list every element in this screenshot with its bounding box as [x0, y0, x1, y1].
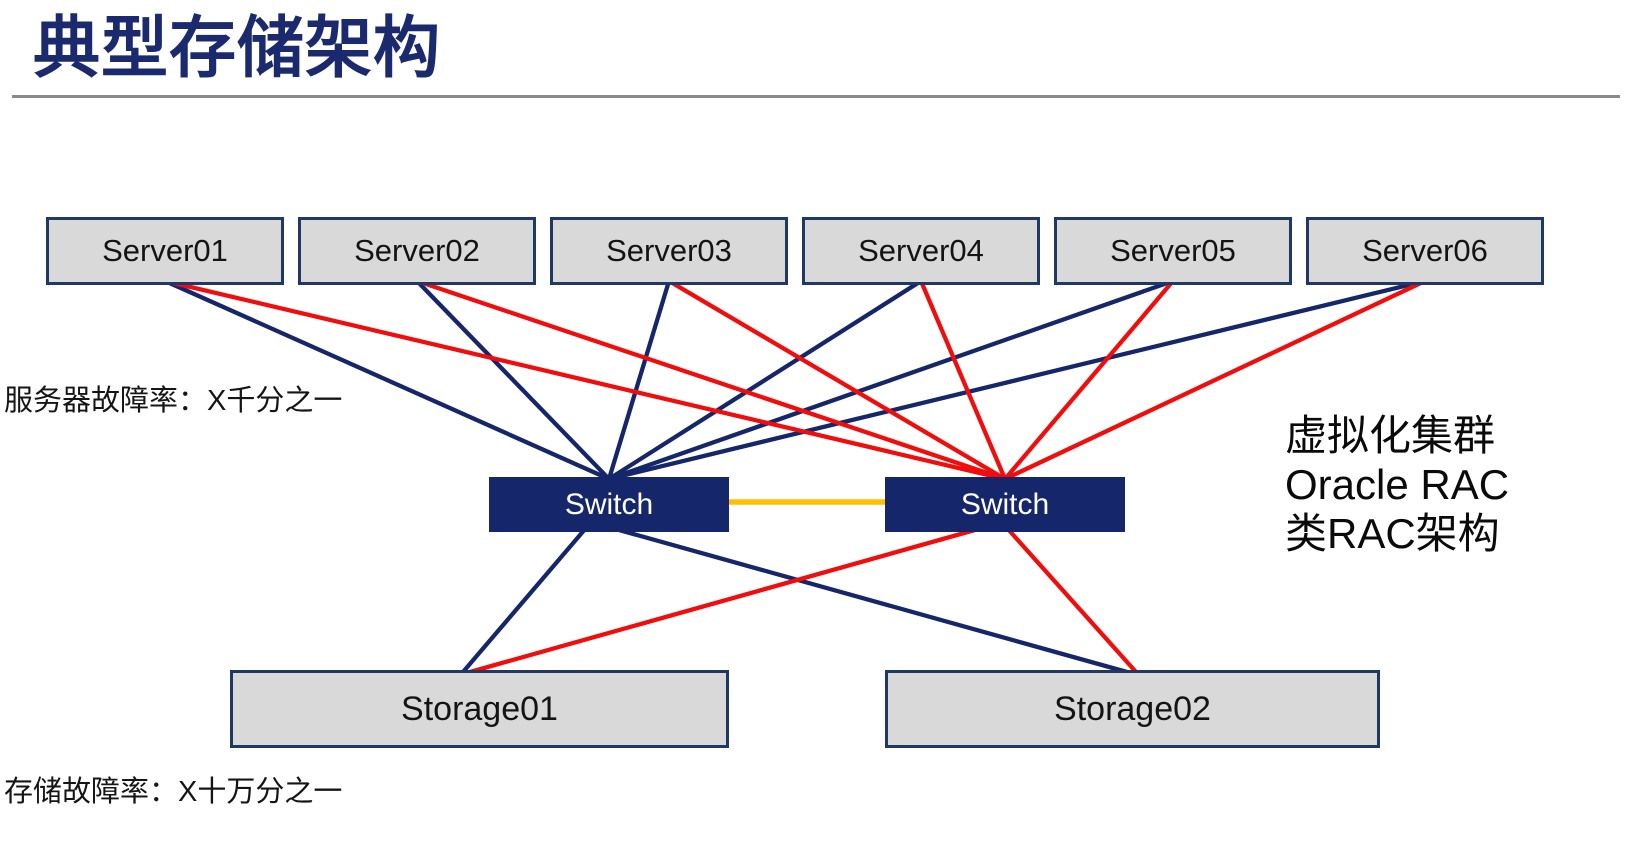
server06-label: Server06 [1362, 233, 1488, 268]
edge-server3-switch2 [666, 278, 1008, 482]
cluster-note: 虚拟化集群 Oracle RAC 类RAC架构 [1285, 411, 1509, 558]
edge-server1-switch2 [162, 278, 1008, 482]
storage-failure-rate-caption: 存储故障率：X十万分之一 [4, 776, 343, 808]
switch2-label: Switch [960, 487, 1050, 521]
node-storage02: Storage02 [885, 670, 1380, 748]
node-storage01: Storage01 [230, 670, 729, 748]
page-title: 典型存储架构 [33, 11, 441, 86]
edge-switch2-storage1 [467, 525, 985, 675]
storage02-label: Storage02 [1054, 689, 1211, 728]
edge-server5-switch2 [1002, 278, 1176, 482]
server01-label: Server01 [102, 233, 228, 268]
edge-server5-switch1 [606, 278, 1176, 482]
edge-server2-switch1 [414, 278, 612, 482]
edge-server3-switch1 [606, 278, 672, 482]
node-server01: Server01 [46, 217, 284, 285]
cluster-note-line-1: 虚拟化集群 [1285, 412, 1496, 459]
node-switch-1: Switch [489, 477, 729, 532]
node-switch-2: Switch [885, 477, 1125, 532]
edge-server2-switch2 [414, 278, 1008, 482]
edge-switch1-storage1 [460, 525, 589, 675]
edge-server6-switch2 [1002, 278, 1428, 482]
node-server04: Server04 [802, 217, 1040, 285]
server03-label: Server03 [606, 233, 732, 268]
server05-label: Server05 [1110, 233, 1236, 268]
edge-server4-switch2 [918, 278, 1008, 482]
cluster-note-line-2: Oracle RAC [1285, 461, 1510, 508]
server04-label: Server04 [858, 233, 984, 268]
node-server05: Server05 [1054, 217, 1292, 285]
node-server02: Server02 [298, 217, 536, 285]
edge-server4-switch1 [606, 278, 924, 482]
storage01-label: Storage01 [401, 689, 558, 728]
cluster-note-line-3: 类RAC架构 [1285, 510, 1500, 557]
server02-label: Server02 [354, 233, 480, 268]
server-failure-rate-caption: 服务器故障率：X千分之一 [4, 385, 343, 417]
edge-server1-switch1 [162, 278, 612, 482]
switch1-label: Switch [564, 487, 654, 521]
edge-switch1-storage2 [609, 525, 1130, 675]
edge-server6-switch1 [606, 278, 1428, 482]
node-server06: Server06 [1306, 217, 1544, 285]
node-server03: Server03 [550, 217, 788, 285]
edge-switch2-storage2 [1004, 525, 1139, 675]
title-divider [12, 95, 1620, 98]
